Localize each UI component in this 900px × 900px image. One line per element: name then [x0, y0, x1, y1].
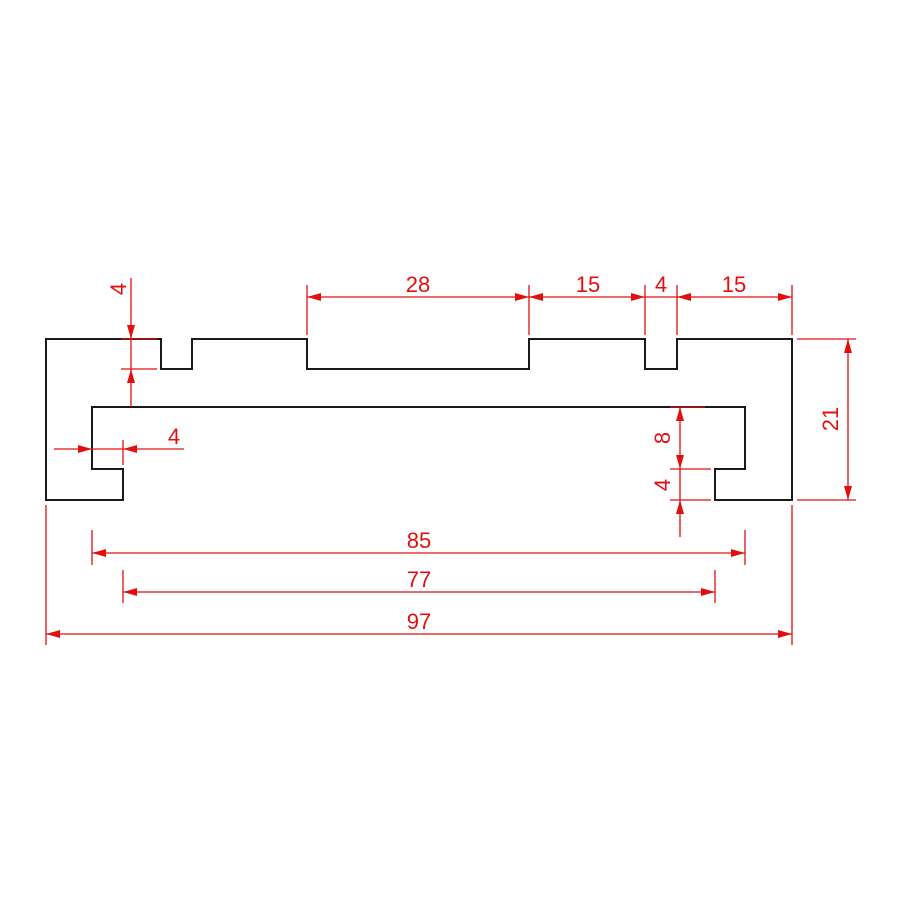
dim-label-77: 77: [407, 567, 431, 592]
dim-label-21: 21: [818, 407, 843, 431]
dim-label-8: 8: [650, 432, 675, 444]
profile-outline: [45, 338, 793, 501]
dim-label-lip-height: 4: [650, 479, 675, 491]
dim-label-slot-depth: 4: [106, 283, 131, 295]
dim-label-85: 85: [407, 528, 431, 553]
dim-label-4-slot: 4: [655, 272, 667, 297]
dim-label-97: 97: [407, 609, 431, 634]
dim-label-15-left: 15: [576, 272, 600, 297]
dim-label-28: 28: [406, 272, 430, 297]
dim-label-15-right: 15: [722, 272, 746, 297]
dim-label-lip-width: 4: [168, 424, 180, 449]
dimension-lines: [45, 278, 856, 645]
